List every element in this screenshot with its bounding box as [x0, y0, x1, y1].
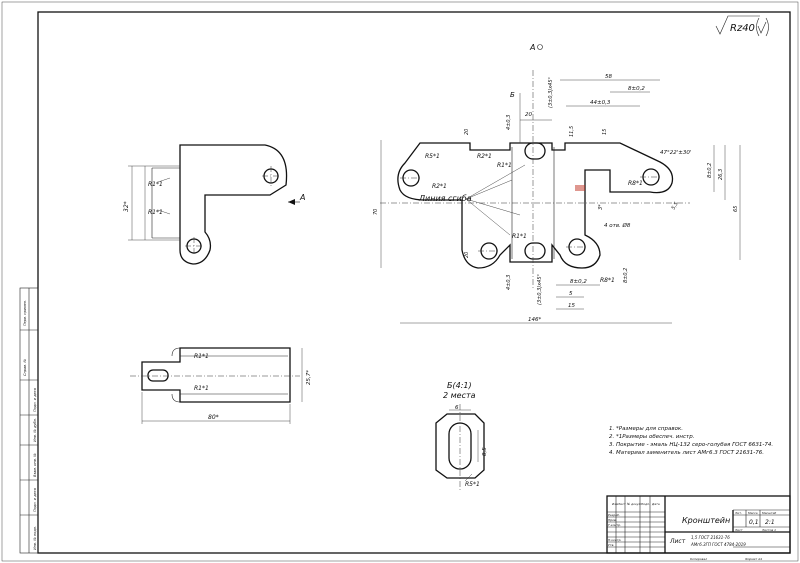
section-label: Б	[510, 91, 515, 99]
detail-dim-r5: R5*1	[465, 481, 480, 488]
strip-label-3: Подп. и дата	[33, 388, 37, 412]
tb-scale-value: 2:1	[765, 519, 775, 526]
dim-holes: 4 отв. Ø8	[604, 222, 631, 229]
side-dim-height: 32*	[123, 201, 130, 212]
left-strip: Перв. примен. Справ. № Подп. и дата Инв.…	[19, 287, 39, 554]
bottom-dim-80: 80*	[208, 414, 219, 421]
detail-title: Б(4:1)	[447, 381, 472, 390]
bottom-r1b: R1*1	[194, 385, 209, 392]
dim-5: 5	[569, 291, 573, 297]
tb-col-doc: № докум.	[626, 502, 642, 506]
tb-col-list: Лист	[617, 502, 626, 506]
tb-copied: Копировал	[690, 557, 707, 561]
dim-8b: 8±0,2	[707, 163, 713, 178]
strip-label-1: Перв. примен.	[23, 300, 27, 326]
dim-angle: 47°22'±30'	[660, 150, 691, 156]
tb-row-approved: Утв.	[608, 543, 614, 547]
dim-8a: 8±0,2	[628, 86, 645, 92]
dim-20-left-top: 20	[464, 129, 470, 135]
strip-label-7: Инв. № подл.	[33, 526, 37, 550]
dim-44: 44±0,3	[590, 100, 611, 106]
dim-70: 70	[373, 209, 379, 215]
material-line2: 1,5 ГОСТ 21631-76	[691, 535, 730, 540]
material-line1: Лист	[669, 538, 686, 545]
tb-lit-header: Лит.	[734, 511, 742, 515]
dim-15b: 15	[568, 303, 575, 309]
note-1: 1. *Размеры для справок.	[609, 426, 683, 432]
strip-label-4: Инв. № дубл.	[33, 418, 37, 442]
note-3: 3. Покрытие - эмаль НЦ-132 серо-голубая …	[609, 442, 773, 448]
bottom-dim-25-7: 25,7*	[306, 370, 312, 385]
dim-15: 15	[602, 129, 608, 135]
tb-col-izm: Изм	[612, 502, 619, 506]
bottom-view: R1*1 R1*1 25,7* 80*	[130, 347, 312, 424]
detail-subtitle: 2 места	[443, 391, 476, 400]
inner-frame	[37, 11, 791, 554]
roughness-value: Rz40	[730, 23, 755, 34]
dim-5-5: 5,5	[671, 201, 680, 211]
side-dim-r1-top: R1*1	[148, 181, 163, 188]
main-view: A R5*1 R2*1 R1*1 R2*1 R1*1 Линия сгиба Б…	[373, 43, 741, 324]
dim-8d: 8±0,2	[570, 279, 587, 285]
material-line3: АМг6.3ГП ГОСТ 4784-2019	[690, 542, 746, 547]
side-dim-r1-bottom: R1*1	[148, 209, 163, 216]
tb-row-ncontrol: Н.контр.	[608, 538, 621, 542]
part-name: Кронштейн	[682, 516, 730, 525]
title-block: Изм Лист № докум. Подп. Дата Разраб. Про…	[606, 495, 791, 561]
dim-3: 3*	[598, 204, 604, 210]
tb-col-sign: Подп.	[641, 502, 650, 506]
tb-mass-header: Масса	[748, 511, 758, 515]
roughness-symbol: Rz40	[715, 15, 769, 37]
dim-r5: R5*1	[425, 153, 440, 160]
bend-line-label: Линия сгиба	[418, 194, 472, 203]
dim-r2a: R2*1	[477, 153, 492, 160]
dim-146: 146*	[528, 317, 541, 323]
strip-label-6: Подп. и дата	[33, 488, 37, 512]
dim-8c: 8±0,2	[623, 268, 629, 283]
dim-r1b: R1*1	[512, 233, 527, 240]
view-arrow-label: A	[299, 193, 305, 202]
strip-label-2: Справ. №	[23, 359, 27, 376]
tb-col-date: Дата	[651, 502, 660, 506]
technical-notes: 1. *Размеры для справок. 2. *1Размеры об…	[609, 426, 773, 456]
view-label: A	[529, 43, 535, 52]
dim-4-top: 4±0,3	[506, 115, 512, 130]
tb-row-developed: Разраб.	[608, 513, 620, 517]
tb-row-checked: Пров.	[608, 518, 617, 522]
dim-r2b: R2*1	[432, 183, 447, 190]
tb-mass-value: 0,1	[749, 519, 759, 526]
dim-26-3: 26,3	[718, 169, 724, 180]
dim-11-5: 11,5	[569, 126, 575, 137]
dim-20-top: 20	[525, 112, 532, 118]
detail-dim-8-5: 8,5	[482, 447, 488, 456]
tb-row-tcontrol: Т.контр.	[608, 523, 621, 527]
side-view: 32* R1*1 R1*1 A	[123, 144, 305, 265]
tb-format: Формат А4	[745, 557, 762, 561]
dim-r8b: R8*1	[600, 277, 615, 284]
dim-chamfer-top: (3±0,3)х45°	[548, 76, 554, 108]
detail-view: Б(4:1) 2 места 6 8,5 R5*1	[435, 381, 488, 490]
dim-4-bot: 4±0,3	[506, 275, 512, 290]
detail-dim-6: 6	[455, 405, 459, 411]
dim-r8a: R8*1	[628, 180, 643, 187]
bottom-r1a: R1*1	[194, 353, 209, 360]
tb-sheet: Лист	[734, 528, 743, 532]
tb-sheets: Листов 1	[761, 528, 776, 532]
dim-65: 65	[733, 206, 739, 212]
dim-58: 58	[605, 74, 612, 80]
strip-label-5: Взам. инв. №	[33, 453, 37, 477]
dim-20-left-bot: 20	[464, 252, 470, 258]
note-2: 2. *1Размеры обеспеч. инстр.	[609, 434, 695, 440]
dim-r1a: R1*1	[497, 162, 512, 169]
tb-scale-header: Масштаб	[762, 511, 776, 515]
dim-chamfer-bot: (3±0,3)х45°	[537, 273, 543, 305]
note-4: 4. Материал заменитель лист АМг6.3 ГОСТ …	[609, 450, 764, 456]
